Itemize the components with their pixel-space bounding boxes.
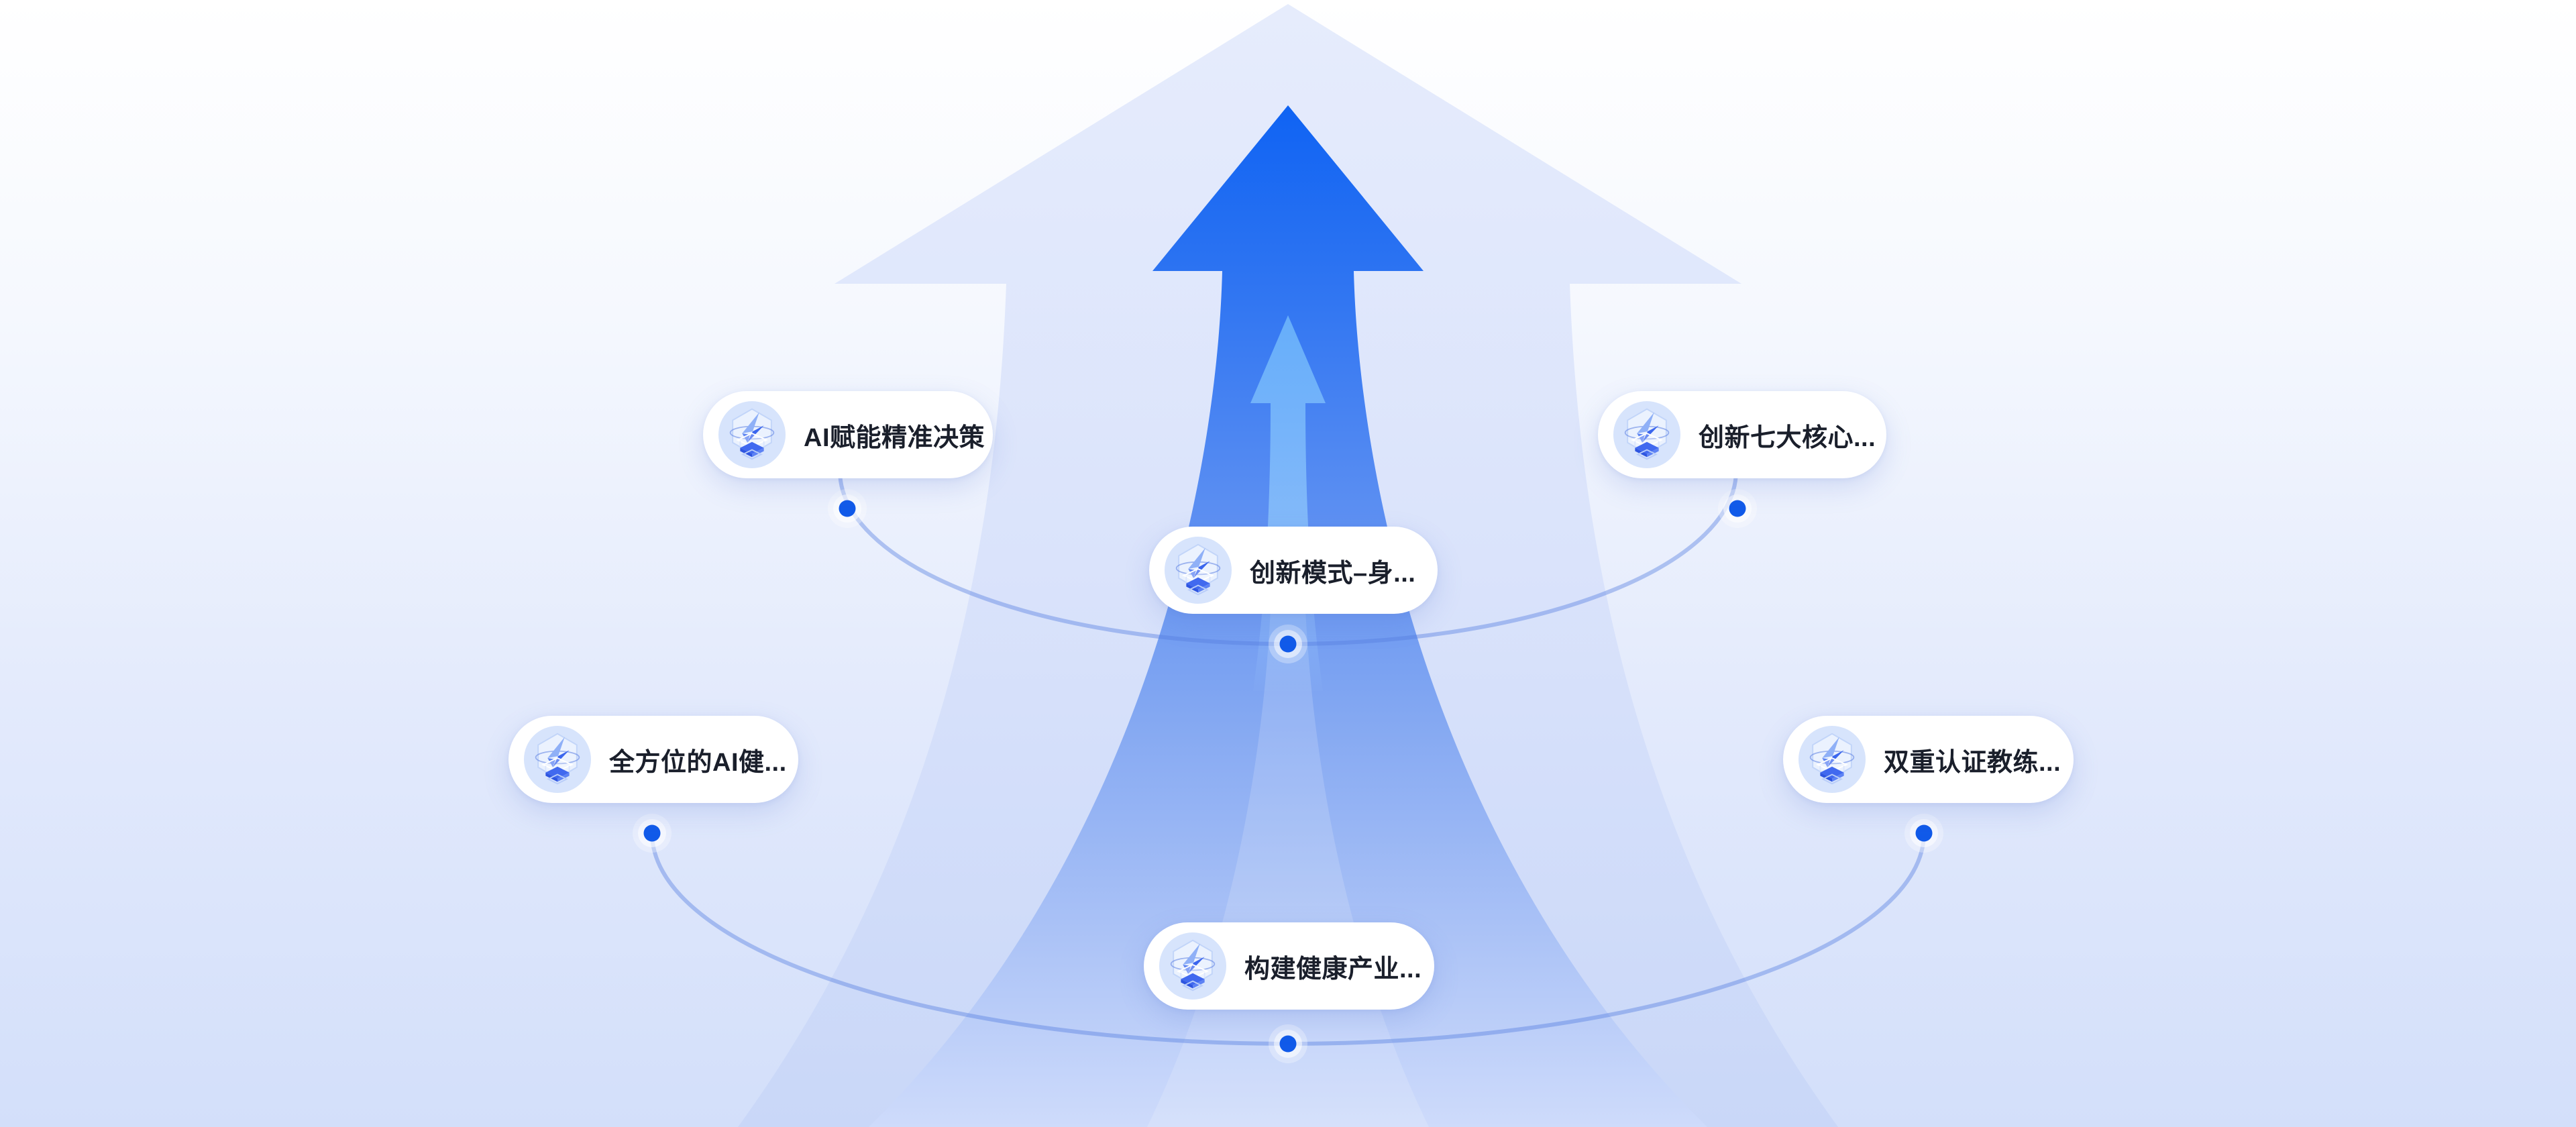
pill-label: 创新模式–身... (1250, 559, 1416, 588)
connector-dot-top-right (1718, 489, 1757, 528)
feature-pill-seven-core[interactable]: 创新七大核心... (1598, 391, 1886, 478)
feature-pill-ai-health[interactable]: 全方位的AI健... (508, 716, 798, 803)
ai-cube-icon (1164, 536, 1232, 604)
connector-dot-bottom (1269, 1024, 1307, 1063)
pill-label: 全方位的AI健... (609, 748, 787, 777)
feature-pill-dual-cert-coach[interactable]: 双重认证教练... (1783, 716, 2074, 803)
ai-cube-icon (1159, 932, 1227, 1000)
connector-dot-top-left (828, 489, 867, 528)
pill-label: AI赋能精准决策 (804, 423, 985, 452)
ai-cube-icon (1613, 400, 1681, 469)
connector-dot-center (1269, 625, 1307, 663)
ai-cube-icon (1798, 725, 1866, 794)
connector-dot-mid-left (633, 814, 672, 853)
feature-pill-ai-decision[interactable]: AI赋能精准决策 (703, 391, 993, 478)
feature-pill-health-industry[interactable]: 构建健康产业... (1144, 922, 1434, 1010)
ai-cube-icon (718, 400, 786, 469)
connector-dot-mid-right (1904, 814, 1943, 853)
ai-cube-icon (523, 725, 592, 794)
pill-label: 双重认证教练... (1884, 748, 2061, 777)
feature-pill-innovation-mode[interactable]: 创新模式–身... (1149, 527, 1438, 614)
pill-label: 创新七大核心... (1699, 423, 1876, 452)
pill-label: 构建健康产业... (1244, 955, 1422, 983)
